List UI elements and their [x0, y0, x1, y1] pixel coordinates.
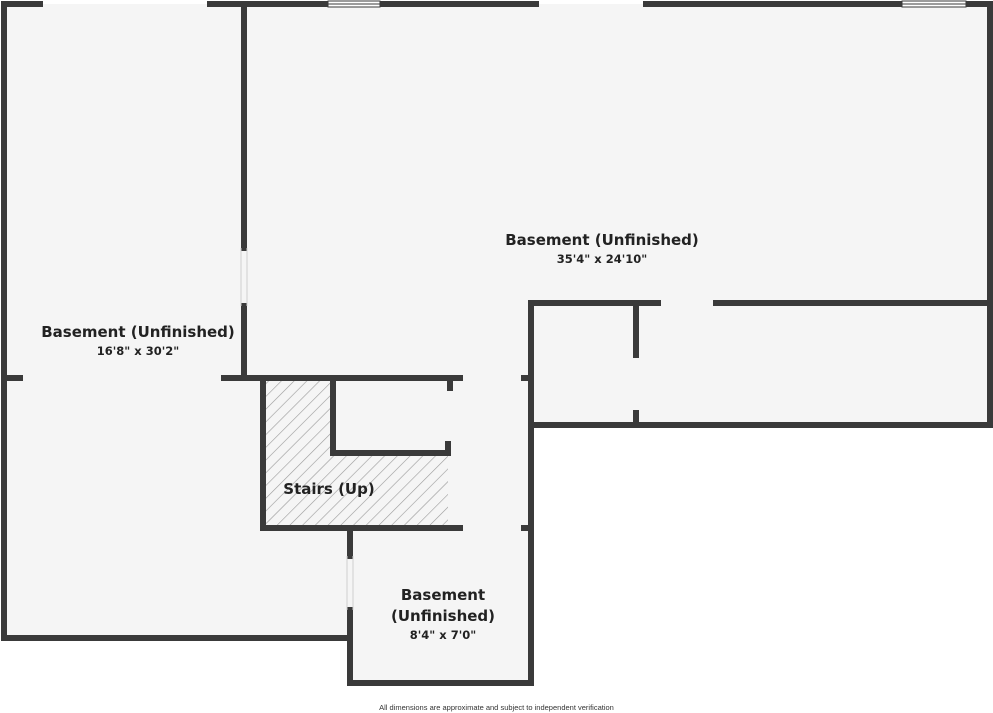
- small-room-dimensions: 8'4" x 7'0": [410, 628, 476, 642]
- room-labels: Basement (Unfinished) 16'8" x 30'2" Base…: [41, 231, 699, 642]
- floor-left-room: [4, 4, 350, 638]
- floor-areas: [4, 4, 990, 683]
- small-room-name-line2: (Unfinished): [391, 607, 495, 625]
- floor-closet: [531, 303, 990, 425]
- stairs-label: Stairs (Up): [283, 480, 374, 498]
- left-room-dimensions: 16'8" x 30'2": [97, 344, 179, 358]
- disclaimer-note: All dimensions are approximate and subje…: [379, 703, 614, 712]
- left-room-name: Basement (Unfinished): [41, 323, 235, 341]
- main-room-name: Basement (Unfinished): [505, 231, 699, 249]
- main-room-dimensions: 35'4" x 24'10": [557, 252, 647, 266]
- small-room-name-line1: Basement: [401, 586, 485, 604]
- openings: [240, 248, 354, 610]
- walls: [1, 1, 993, 686]
- windows: [327, 0, 967, 8]
